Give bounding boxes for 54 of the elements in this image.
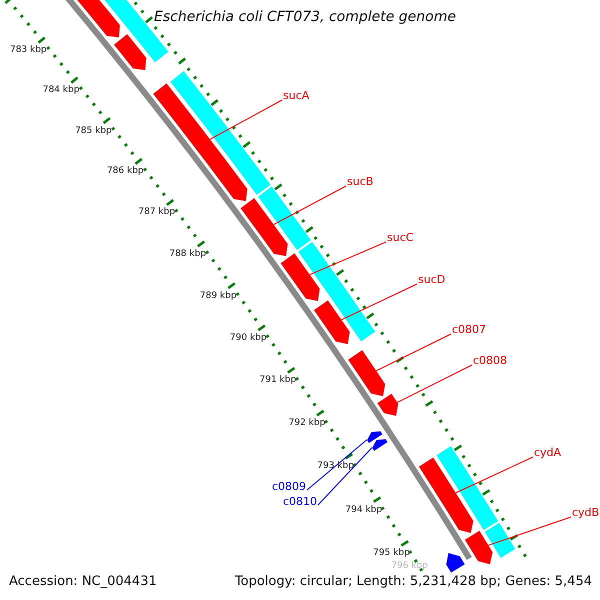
gene-block bbox=[348, 350, 386, 396]
annotation-bar bbox=[436, 446, 498, 530]
gene-label: sucD bbox=[418, 273, 446, 286]
gene-block bbox=[446, 552, 465, 573]
gene-label: cydA bbox=[534, 446, 562, 459]
gene-label: c0809 bbox=[272, 480, 306, 493]
leader-line bbox=[488, 516, 572, 546]
leader-line bbox=[210, 100, 282, 140]
accession-text: Accession: NC_004431 bbox=[9, 574, 157, 590]
scale-label: 794 kbp bbox=[345, 504, 382, 516]
title: Escherichia coli CFT073, complete genome bbox=[154, 8, 456, 26]
gene-label: cydB bbox=[572, 506, 600, 519]
gene-block bbox=[314, 300, 350, 344]
gene-block bbox=[114, 34, 146, 70]
leader-line bbox=[376, 334, 452, 372]
annotation-bar bbox=[484, 522, 516, 558]
gene-block bbox=[377, 394, 398, 416]
gene-label: sucB bbox=[347, 175, 374, 188]
gene-block bbox=[372, 439, 388, 451]
gene-block bbox=[464, 530, 493, 564]
scale-label: 790 kbp bbox=[230, 332, 267, 344]
gene-label: c0808 bbox=[473, 354, 508, 367]
annotation-bar bbox=[298, 242, 376, 342]
scale-label: 796 kbp bbox=[391, 561, 428, 572]
scale-label: 783 kbp bbox=[10, 45, 47, 56]
gene-block bbox=[153, 83, 248, 202]
scale-label: 792 kbp bbox=[288, 418, 326, 430]
gene-label: sucA bbox=[283, 89, 310, 102]
gene-label: sucC bbox=[387, 231, 414, 244]
leader-line bbox=[455, 456, 534, 494]
scale-label: 785 kbp bbox=[75, 126, 112, 137]
scale-label: 791 kbp bbox=[260, 375, 296, 386]
gene-block bbox=[367, 431, 382, 444]
leader-line bbox=[340, 284, 418, 320]
scale-label: 786 kbp bbox=[106, 166, 144, 178]
leader-line bbox=[318, 447, 372, 506]
scale-label: 793 kbp bbox=[317, 461, 354, 472]
scale-label: 787 kbp bbox=[138, 207, 176, 218]
gene-block bbox=[280, 253, 320, 301]
annotation-bar bbox=[170, 71, 270, 195]
annotation-bar bbox=[258, 186, 311, 250]
gene-block bbox=[240, 198, 288, 256]
leader-line bbox=[396, 364, 472, 403]
scale-label: 788 kbp bbox=[169, 248, 206, 260]
gene-label: c0807 bbox=[452, 323, 486, 336]
genome-stats-text: Topology: circular; Length: 5,231,428 bp; Genes: 5,454 bbox=[234, 574, 592, 590]
leader-line bbox=[309, 242, 386, 276]
scale-label: 784 kbp bbox=[42, 85, 80, 96]
gene-block bbox=[418, 457, 474, 533]
scale-label: 789 kbp bbox=[200, 290, 237, 302]
leader-line bbox=[306, 439, 368, 490]
scale-label: 795 kbp bbox=[373, 548, 410, 560]
gene-label: c0810 bbox=[282, 495, 317, 508]
leader-line bbox=[273, 186, 346, 226]
